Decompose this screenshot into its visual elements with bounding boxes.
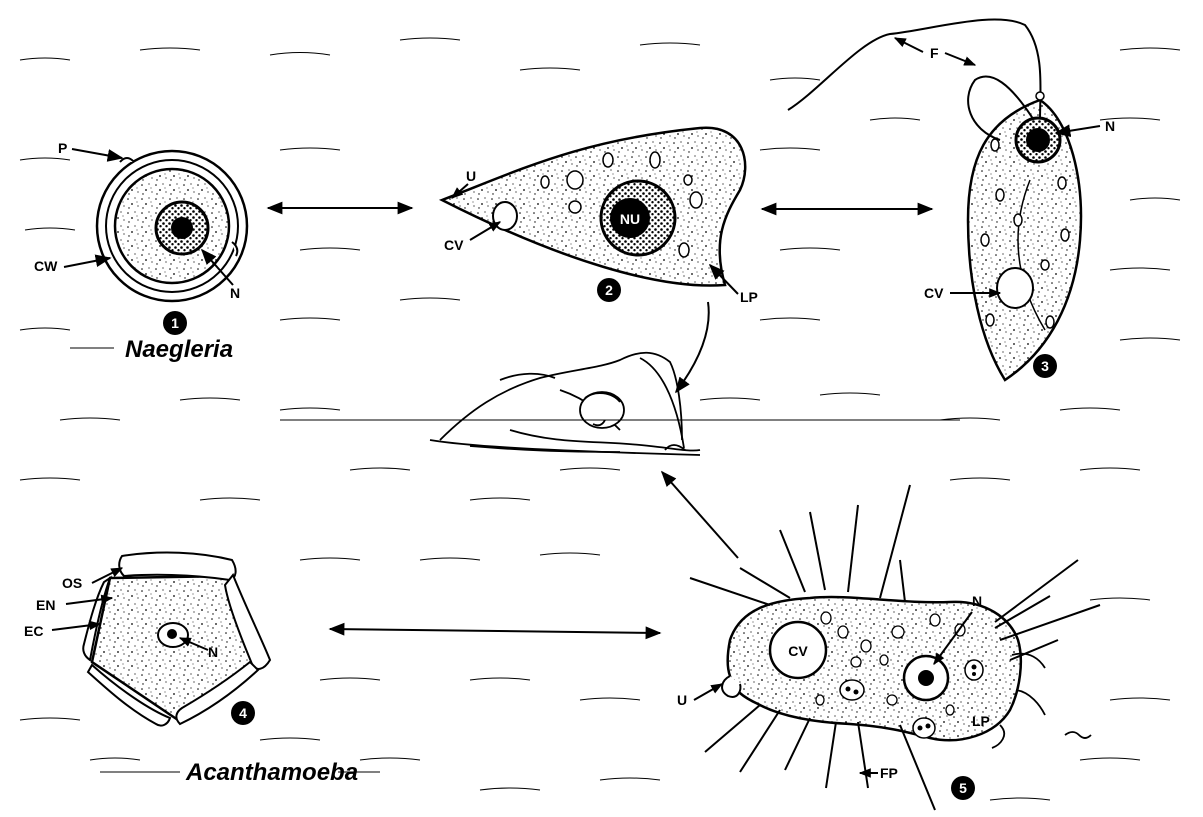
- label-u-stage5: U: [677, 692, 687, 708]
- stage-2-number: 2: [605, 282, 613, 298]
- swimmer: [430, 353, 700, 455]
- label-cv-stage5: CV: [788, 643, 808, 659]
- label-p: P: [58, 140, 67, 156]
- acanthamoeba-cyst: [83, 553, 270, 726]
- caption-acanthamoeba: Acanthamoeba: [185, 759, 358, 786]
- label-lp-stage2: LP: [740, 289, 758, 305]
- label-os: OS: [62, 575, 82, 591]
- stage-1-number: 1: [171, 315, 179, 331]
- stage-3-number: 3: [1041, 358, 1049, 374]
- caption-naegleria: Naegleria: [125, 336, 233, 363]
- label-lp-stage5: LP: [972, 713, 990, 729]
- acanthamoeba-trophozoite: CV: [690, 485, 1100, 810]
- naegleria-trophozoite: NU: [442, 128, 745, 286]
- label-fp: FP: [880, 765, 898, 781]
- stage-5-number: 5: [959, 780, 967, 796]
- arrow-4-5: [330, 629, 660, 633]
- label-cv-stage3: CV: [924, 285, 944, 301]
- label-u-stage2: U: [466, 168, 476, 184]
- label-n-stage5: N: [972, 593, 982, 609]
- label-cw: CW: [34, 258, 58, 274]
- arrow-5-to-swimmer: [662, 472, 738, 558]
- label-cv-stage2: CV: [444, 237, 464, 253]
- label-nu: NU: [620, 211, 640, 227]
- label-n-stage3: N: [1105, 118, 1115, 134]
- label-f: F: [930, 45, 939, 61]
- stage-4-number: 4: [239, 705, 247, 721]
- label-n-stage1: N: [230, 285, 240, 301]
- label-ec: EC: [24, 623, 43, 639]
- label-n-stage4: N: [208, 644, 218, 660]
- arrow-2-to-swimmer: [676, 302, 709, 392]
- label-en: EN: [36, 597, 55, 613]
- naegleria-flagellate: [788, 19, 1081, 380]
- naegleria-cyst: [97, 151, 247, 301]
